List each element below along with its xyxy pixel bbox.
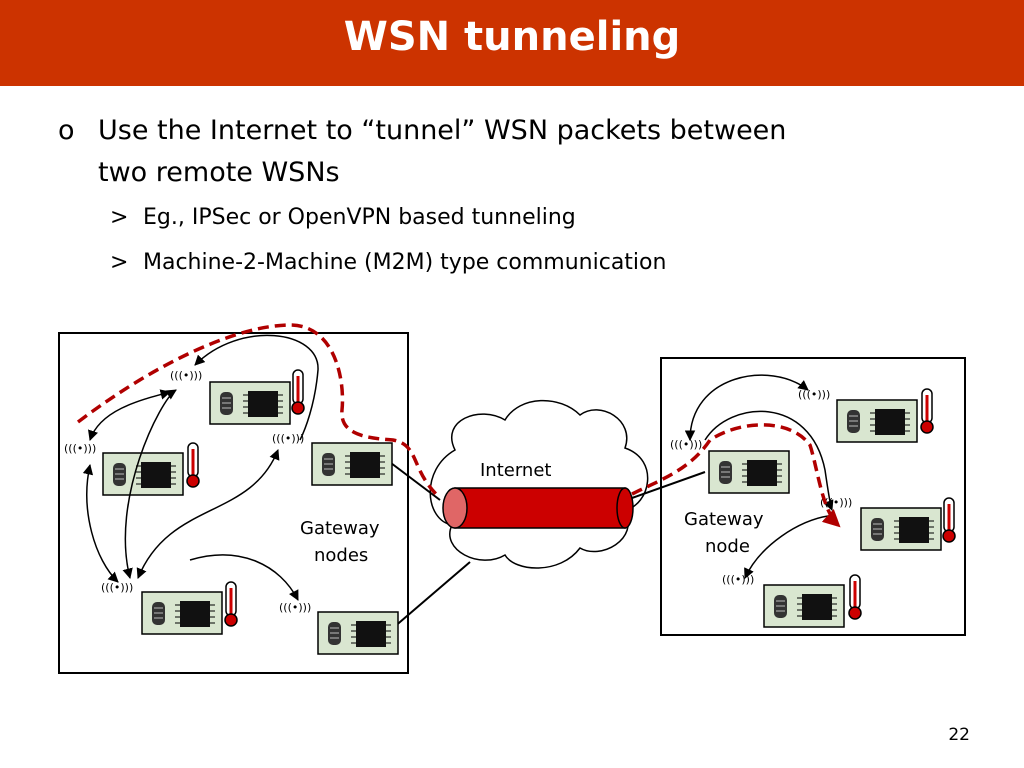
radio-antenna-icon: (((•))) <box>64 442 96 455</box>
thermometer-icon <box>223 580 239 628</box>
radio-antenna-icon: (((•))) <box>101 581 133 594</box>
right-gateway-label-line1: Gateway <box>684 509 764 530</box>
radio-antenna-icon: (((•))) <box>279 601 311 614</box>
gateway-node <box>317 611 399 655</box>
sub-bullet-ipsec: Eg., IPSec or OpenVPN based tunneling <box>143 205 576 230</box>
sensor-node <box>763 584 845 628</box>
sub-bullet-m2m: Machine-2-Machine (M2M) type communicati… <box>143 250 667 275</box>
thermometer-icon <box>919 387 935 435</box>
left-gateway-label-line1: Gateway <box>300 518 380 539</box>
sub-bullet-marker: > <box>110 250 129 275</box>
radio-antenna-icon: (((•))) <box>272 432 304 445</box>
thermometer-icon <box>941 496 957 544</box>
gateway-node <box>708 450 790 494</box>
gateway-link-3 <box>631 471 706 499</box>
bullet-marker: o <box>58 115 75 146</box>
thermometer-icon <box>847 573 863 621</box>
thermometer-icon <box>185 441 201 489</box>
sensor-node <box>860 507 942 551</box>
gateway-link-1 <box>386 459 441 501</box>
thermometer-icon <box>290 368 306 416</box>
tunnel-tube-end <box>616 487 634 529</box>
sensor-node <box>209 381 291 425</box>
tunnel-tube <box>454 487 626 529</box>
sensor-node <box>102 452 184 496</box>
slide-title: WSN tunneling <box>343 14 681 60</box>
radio-antenna-icon: (((•))) <box>670 438 702 451</box>
tunnel-path <box>76 323 442 500</box>
tunnel-tube-opening <box>442 487 468 529</box>
radio-antenna-icon: (((•))) <box>798 388 830 401</box>
right-wireless-links <box>684 374 834 579</box>
radio-antenna-icon: (((•))) <box>722 573 754 586</box>
radio-antenna-icon: (((•))) <box>170 369 202 382</box>
left-wireless-links <box>82 334 319 601</box>
tunnel-path <box>631 423 841 528</box>
gateway-link-2 <box>392 561 471 629</box>
bullet-main-line1: Use the Internet to “tunnel” WSN packets… <box>98 115 787 146</box>
sensor-node <box>836 399 918 443</box>
sub-bullet-marker: > <box>110 205 129 230</box>
title-bar <box>0 0 1024 86</box>
internet-cloud <box>429 399 649 569</box>
internet-label: Internet <box>480 460 551 481</box>
sensor-node <box>141 591 223 635</box>
page-number: 22 <box>948 725 970 745</box>
left-gateway-label-line2: nodes <box>314 545 368 566</box>
right-gateway-label-line2: node <box>705 536 750 557</box>
bullet-main-line2: two remote WSNs <box>98 157 340 188</box>
gateway-node <box>311 442 393 486</box>
